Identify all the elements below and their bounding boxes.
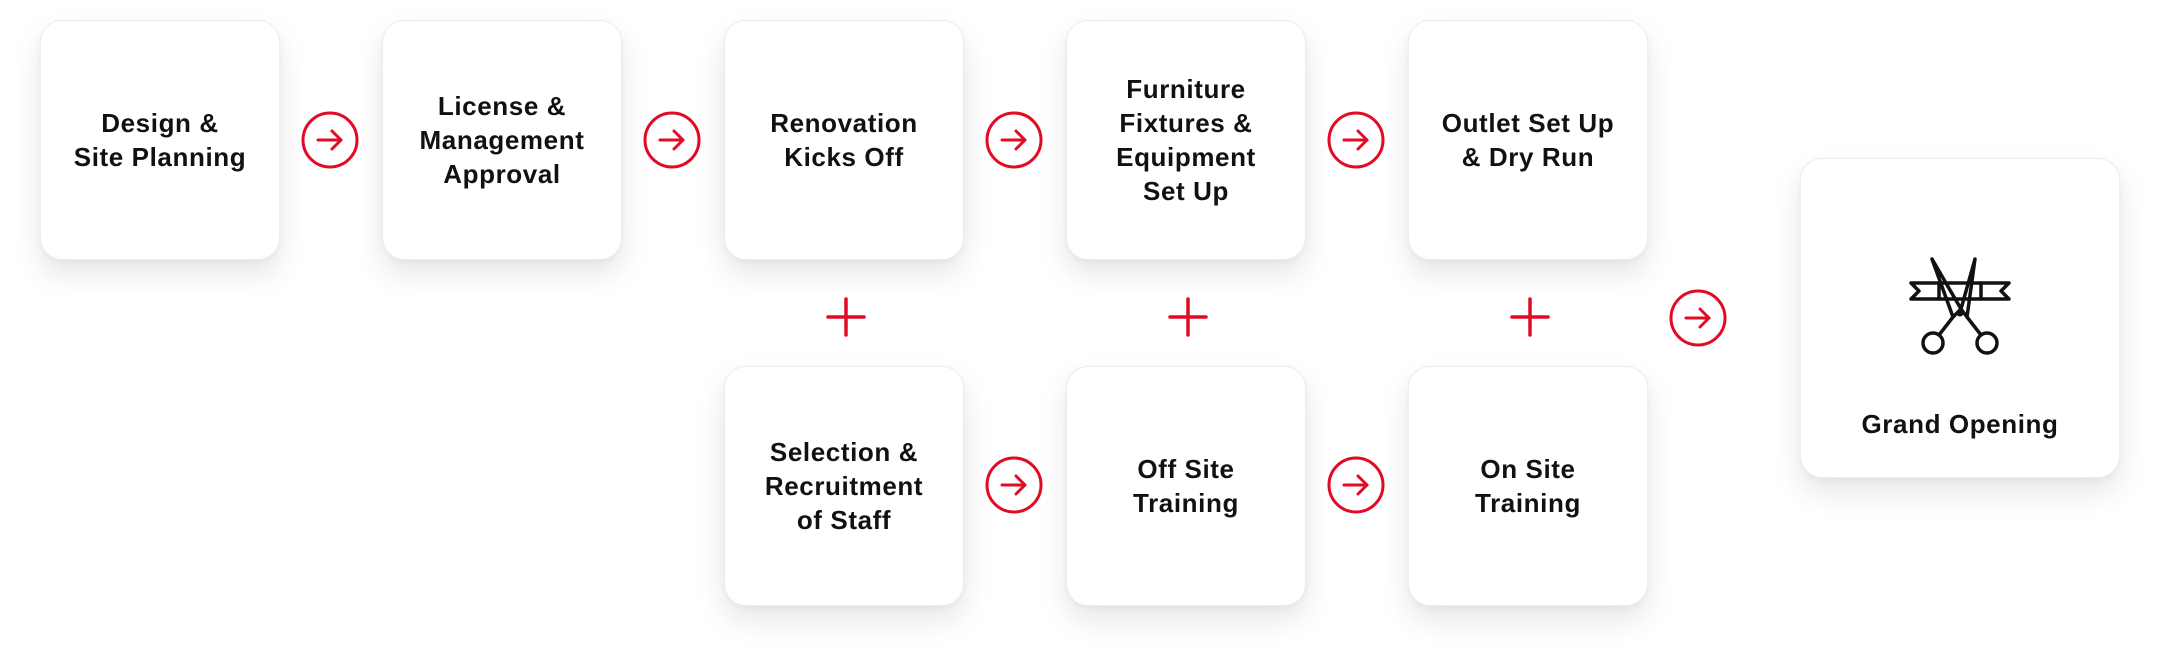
step-outlet-setup-dry-run: Outlet Set Up & Dry Run — [1408, 20, 1648, 260]
arrow-right-circle-icon — [301, 111, 359, 169]
step-label: On Site Training — [1475, 454, 1581, 518]
step-label: Selection & Recruitment of Staff — [764, 437, 924, 535]
plus-icon — [1168, 297, 1208, 337]
arrow-right-circle-icon — [1327, 456, 1385, 514]
arrow-right-circle-icon — [1669, 289, 1727, 347]
plus-icon — [826, 297, 866, 337]
step-label: Off Site Training — [1133, 454, 1239, 518]
step-label: Design & Site Planning — [73, 108, 247, 172]
step-label: License & Management Approval — [419, 91, 585, 189]
step-label: Outlet Set Up & Dry Run — [1441, 108, 1615, 172]
scissors-ribbon-icon — [1909, 257, 2011, 355]
step-label: Grand Opening — [1861, 409, 2059, 439]
step-furniture-fixtures-equipment: Furniture Fixtures & Equipment Set Up — [1066, 20, 1306, 260]
arrow-right-circle-icon — [643, 111, 701, 169]
arrow-right-circle-icon — [985, 456, 1043, 514]
step-license-management-approval: License & Management Approval — [382, 20, 622, 260]
step-label: Renovation Kicks Off — [770, 108, 918, 172]
step-design-site-planning: Design & Site Planning — [40, 20, 280, 260]
step-off-site-training: Off Site Training — [1066, 366, 1306, 606]
step-label: Furniture Fixtures & Equipment Set Up — [1116, 74, 1256, 206]
plus-icon — [1510, 297, 1550, 337]
step-selection-recruitment-staff: Selection & Recruitment of Staff — [724, 366, 964, 606]
arrow-right-circle-icon — [1327, 111, 1385, 169]
step-on-site-training: On Site Training — [1408, 366, 1648, 606]
step-renovation-kicks-off: Renovation Kicks Off — [724, 20, 964, 260]
arrow-right-circle-icon — [985, 111, 1043, 169]
step-grand-opening: Grand Opening — [1800, 158, 2120, 478]
